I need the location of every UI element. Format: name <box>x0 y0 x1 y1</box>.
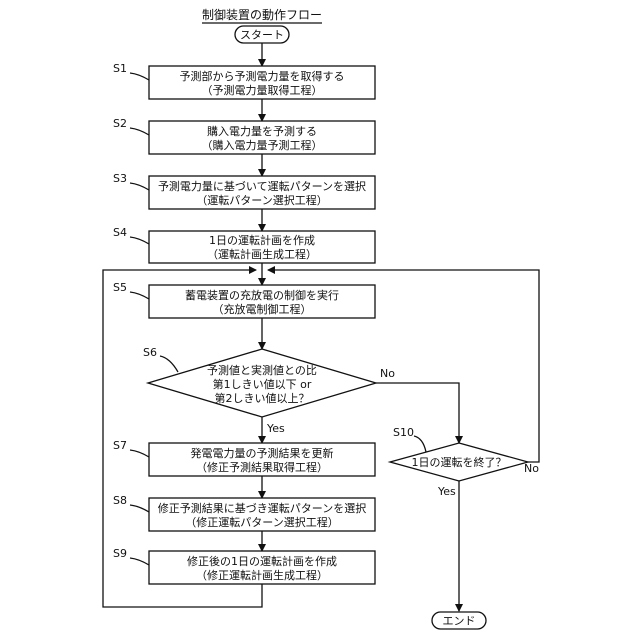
decision-s10-yes-label: Yes <box>437 485 456 498</box>
step-s3-subtext: （運転パターン選択工程） <box>196 193 327 207</box>
diagram-title: 制御装置の動作フロー <box>202 7 322 22</box>
step-s7-text: 発電電力量の予測結果を更新 <box>191 446 334 460</box>
step-s7-subtext: （修正予測結果取得工程） <box>196 460 328 474</box>
step-s3-id: S3 <box>113 172 127 185</box>
step-s4-subtext: （運転計画生成工程） <box>207 247 317 261</box>
step-s9-id: S9 <box>113 547 127 560</box>
end-label: エンド <box>443 615 476 628</box>
step-s1-id: S1 <box>113 62 127 75</box>
step-s1-text: 予測部から予測電力量を取得する <box>180 69 345 83</box>
step-s5-id: S5 <box>113 281 127 294</box>
step-s1-subtext: （予測電力量取得工程） <box>202 83 323 97</box>
decision-s10-text: 1日の運転を終了？ <box>412 455 507 469</box>
step-s8-id: S8 <box>113 494 127 507</box>
step-s7-id: S7 <box>113 439 127 452</box>
step-s5-text: 蓄電装置の充放電の制御を実行 <box>185 288 339 302</box>
decision-s10-no-label: No <box>524 462 539 475</box>
step-s8-text: 修正予測結果に基づき運転パターンを選択 <box>158 501 366 515</box>
step-s2-id: S2 <box>113 117 127 130</box>
step-s2-subtext: （購入電力量予測工程） <box>202 138 323 152</box>
decision-s6-id: S6 <box>143 346 157 359</box>
step-s4-id: S4 <box>113 226 127 239</box>
step-s9-subtext: （修正運転計画生成工程） <box>196 568 328 582</box>
step-s9-text: 修正後の1日の運転計画を作成 <box>187 554 337 568</box>
decision-s10-id: S10 <box>393 426 414 439</box>
step-s8-subtext: （修正運転パターン選択工程） <box>185 515 338 529</box>
decision-s6-text-2: 第1しきい値以下 or <box>213 377 312 391</box>
start-label: スタート <box>240 29 284 42</box>
decision-s6-text-3: 第2しきい値以上？ <box>215 391 310 405</box>
step-s2-text: 購入電力量を予測する <box>207 124 317 138</box>
decision-s6-text-1: 予測値と実測値との比 <box>207 363 317 377</box>
step-s3-text: 予測電力量に基づいて運転パターンを選択 <box>158 179 366 193</box>
step-s5-subtext: （充放電制御工程） <box>213 302 312 316</box>
decision-s6-yes-label: Yes <box>266 422 285 435</box>
step-s4-text: 1日の運転計画を作成 <box>209 233 315 247</box>
decision-s6-no-label: No <box>380 367 395 380</box>
